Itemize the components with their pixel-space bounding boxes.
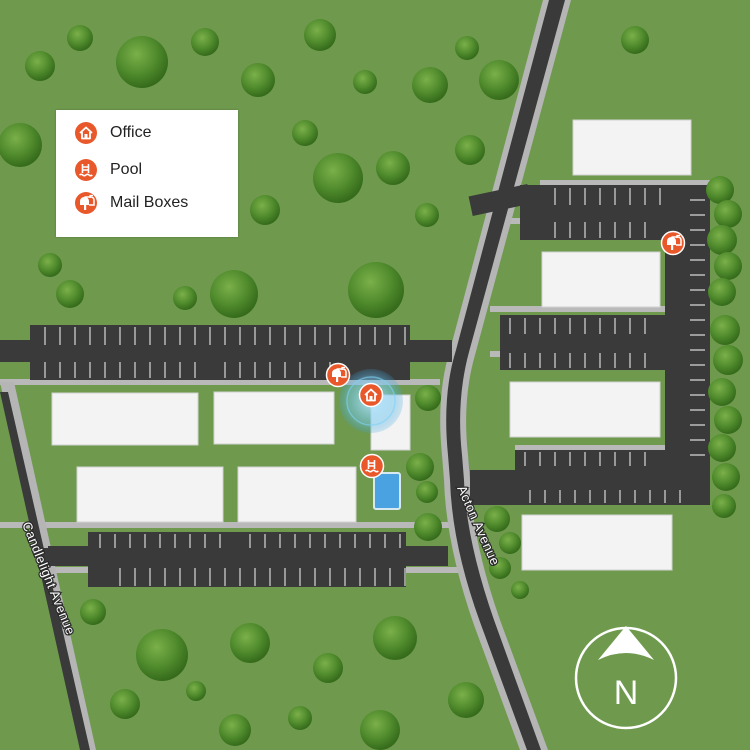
marker-office[interactable]: [358, 382, 384, 408]
mailbox-icon: [75, 192, 97, 214]
buildings: [51, 119, 692, 571]
marker-pool[interactable]: [359, 453, 385, 479]
marker-mailbox-east[interactable]: [660, 230, 686, 256]
legend-label-mailboxes: Mail Boxes: [110, 194, 189, 211]
marker-mailbox-office[interactable]: [325, 362, 351, 388]
legend-item-office[interactable]: Office: [74, 120, 152, 146]
office-icon: [75, 122, 97, 144]
pool: [373, 472, 401, 510]
compass-north-icon: N: [574, 626, 678, 730]
trees: [0, 19, 743, 750]
parking-stripes: [44, 188, 705, 586]
legend-label-office: Office: [110, 124, 152, 141]
map-legend: Office Pool Mail Boxes: [56, 110, 238, 237]
legend-item-pool[interactable]: Pool: [74, 157, 142, 183]
compass-letter: N: [614, 674, 639, 712]
pool-icon: [75, 159, 97, 181]
legend-label-pool: Pool: [110, 161, 143, 178]
legend-item-mailboxes[interactable]: Mail Boxes: [74, 190, 188, 216]
